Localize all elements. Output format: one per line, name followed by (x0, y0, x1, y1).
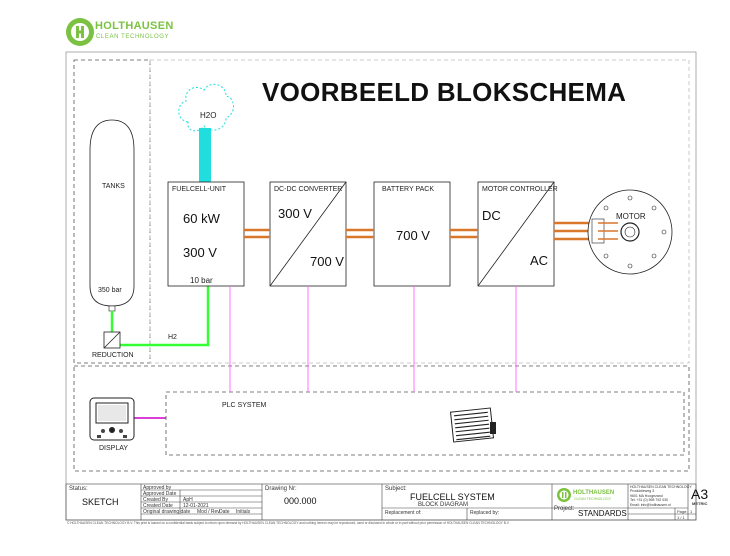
subject-sub: BLOCK DIAGRAM (418, 502, 469, 508)
company-logo (66, 18, 94, 46)
water-exhaust-pipe (199, 128, 211, 182)
motor-controller-output: AC (530, 253, 549, 268)
dcdc-input-voltage: 300 V (278, 206, 312, 221)
dcdc-converter-label: DC-DC CONVERTER (274, 186, 343, 193)
battery-voltage: 700 V (396, 228, 430, 243)
dcdc-output-voltage: 700 V (310, 254, 344, 269)
status-value: SKETCH (82, 497, 119, 507)
tb-company-tagline: CLEAN TECHNOLOGY (574, 497, 612, 501)
sheet-size: A3 (691, 486, 709, 502)
plc-system-label: PLC SYSTEM (222, 402, 267, 409)
status-label: Status: (69, 486, 88, 492)
approved-by: Approved by (143, 485, 172, 491)
motor-controller-label: MOTOR CONTROLLER (482, 186, 558, 193)
power-region (149, 59, 690, 364)
mod-rev: Mod / Rev (197, 509, 220, 515)
drawing-nr-value: 000.000 (284, 496, 317, 506)
water-vapor-cloud (178, 83, 234, 132)
created-by: Created By (143, 497, 169, 503)
battery-pack-block (373, 181, 451, 287)
page-label: Page: (677, 509, 688, 514)
project-value: STANDARDS (578, 509, 627, 518)
power-connections (244, 221, 598, 241)
h2-label: H2 (168, 334, 177, 341)
fuelcell-voltage: 300 V (183, 245, 217, 260)
fuelcell-unit-label: FUELCELL-UNIT (172, 186, 227, 193)
motor-shaft (620, 222, 640, 242)
page-title: VOORBEELD BLOKSCHEMA (262, 77, 627, 107)
copyright-footer: © HOLTHAUSEN CLEAN TECHNOLOGY B.V. This … (67, 521, 510, 525)
initials-label: Initials (236, 509, 251, 515)
company-name: HOLTHAUSEN (95, 20, 174, 32)
company-address: HOLTHAUSEN CLEAN TECHNOLOGY Produktieweg… (630, 485, 692, 507)
fuelcell-unit-block (167, 181, 245, 287)
display-device (89, 397, 135, 441)
tb-company-name: HOLTHAUSEN (573, 490, 615, 496)
tanks-label: TANKS (102, 183, 125, 190)
plc-system-box (165, 391, 685, 456)
control-region (73, 365, 690, 472)
project-label: Project: (554, 506, 575, 512)
title-block-frame (65, 483, 697, 521)
plc-module (449, 407, 496, 443)
replacement-of: Replacement of: (385, 510, 422, 516)
metric-label: METRIC (692, 501, 708, 506)
fuelcell-pressure: 10 bar (190, 276, 213, 285)
page-value: 1 (690, 509, 693, 514)
title-block-logo (557, 488, 571, 502)
created-date: Created Date (143, 503, 173, 509)
created-date-value: 12-01-2021 (183, 503, 209, 509)
display-label: DISPLAY (99, 445, 129, 452)
fuelcell-power: 60 kW (183, 211, 220, 226)
page-of: 1 / 1 (677, 515, 685, 520)
motor-controller-input: DC (482, 208, 501, 223)
hydrogen-tank (89, 119, 135, 307)
company-tagline: CLEAN TECHNOLOGY (96, 34, 170, 40)
date-label: Date (219, 509, 230, 515)
approved-date: Approved Date (143, 491, 177, 497)
drawing-nr-label: Drawing Nr: (265, 486, 297, 492)
replaced-by: Replaced by: (470, 510, 500, 516)
subject-label: Subject: (385, 486, 407, 492)
h2o-label: H2O (200, 111, 217, 120)
motor-label: MOTOR (616, 212, 646, 221)
created-by-value: ApH (183, 497, 193, 503)
battery-pack-label: BATTERY PACK (382, 186, 434, 193)
tank-valve (108, 305, 116, 312)
original-drawing-date: Original drawing date (143, 509, 191, 515)
tank-pressure: 350 bar (98, 287, 122, 294)
tank-region (73, 59, 151, 364)
reduction-label: REDUCTION (92, 352, 134, 359)
plc-signal-lines (229, 286, 517, 392)
subject-value: FUELCELL SYSTEM (410, 492, 495, 502)
h2-line-fuelcell (120, 286, 210, 347)
